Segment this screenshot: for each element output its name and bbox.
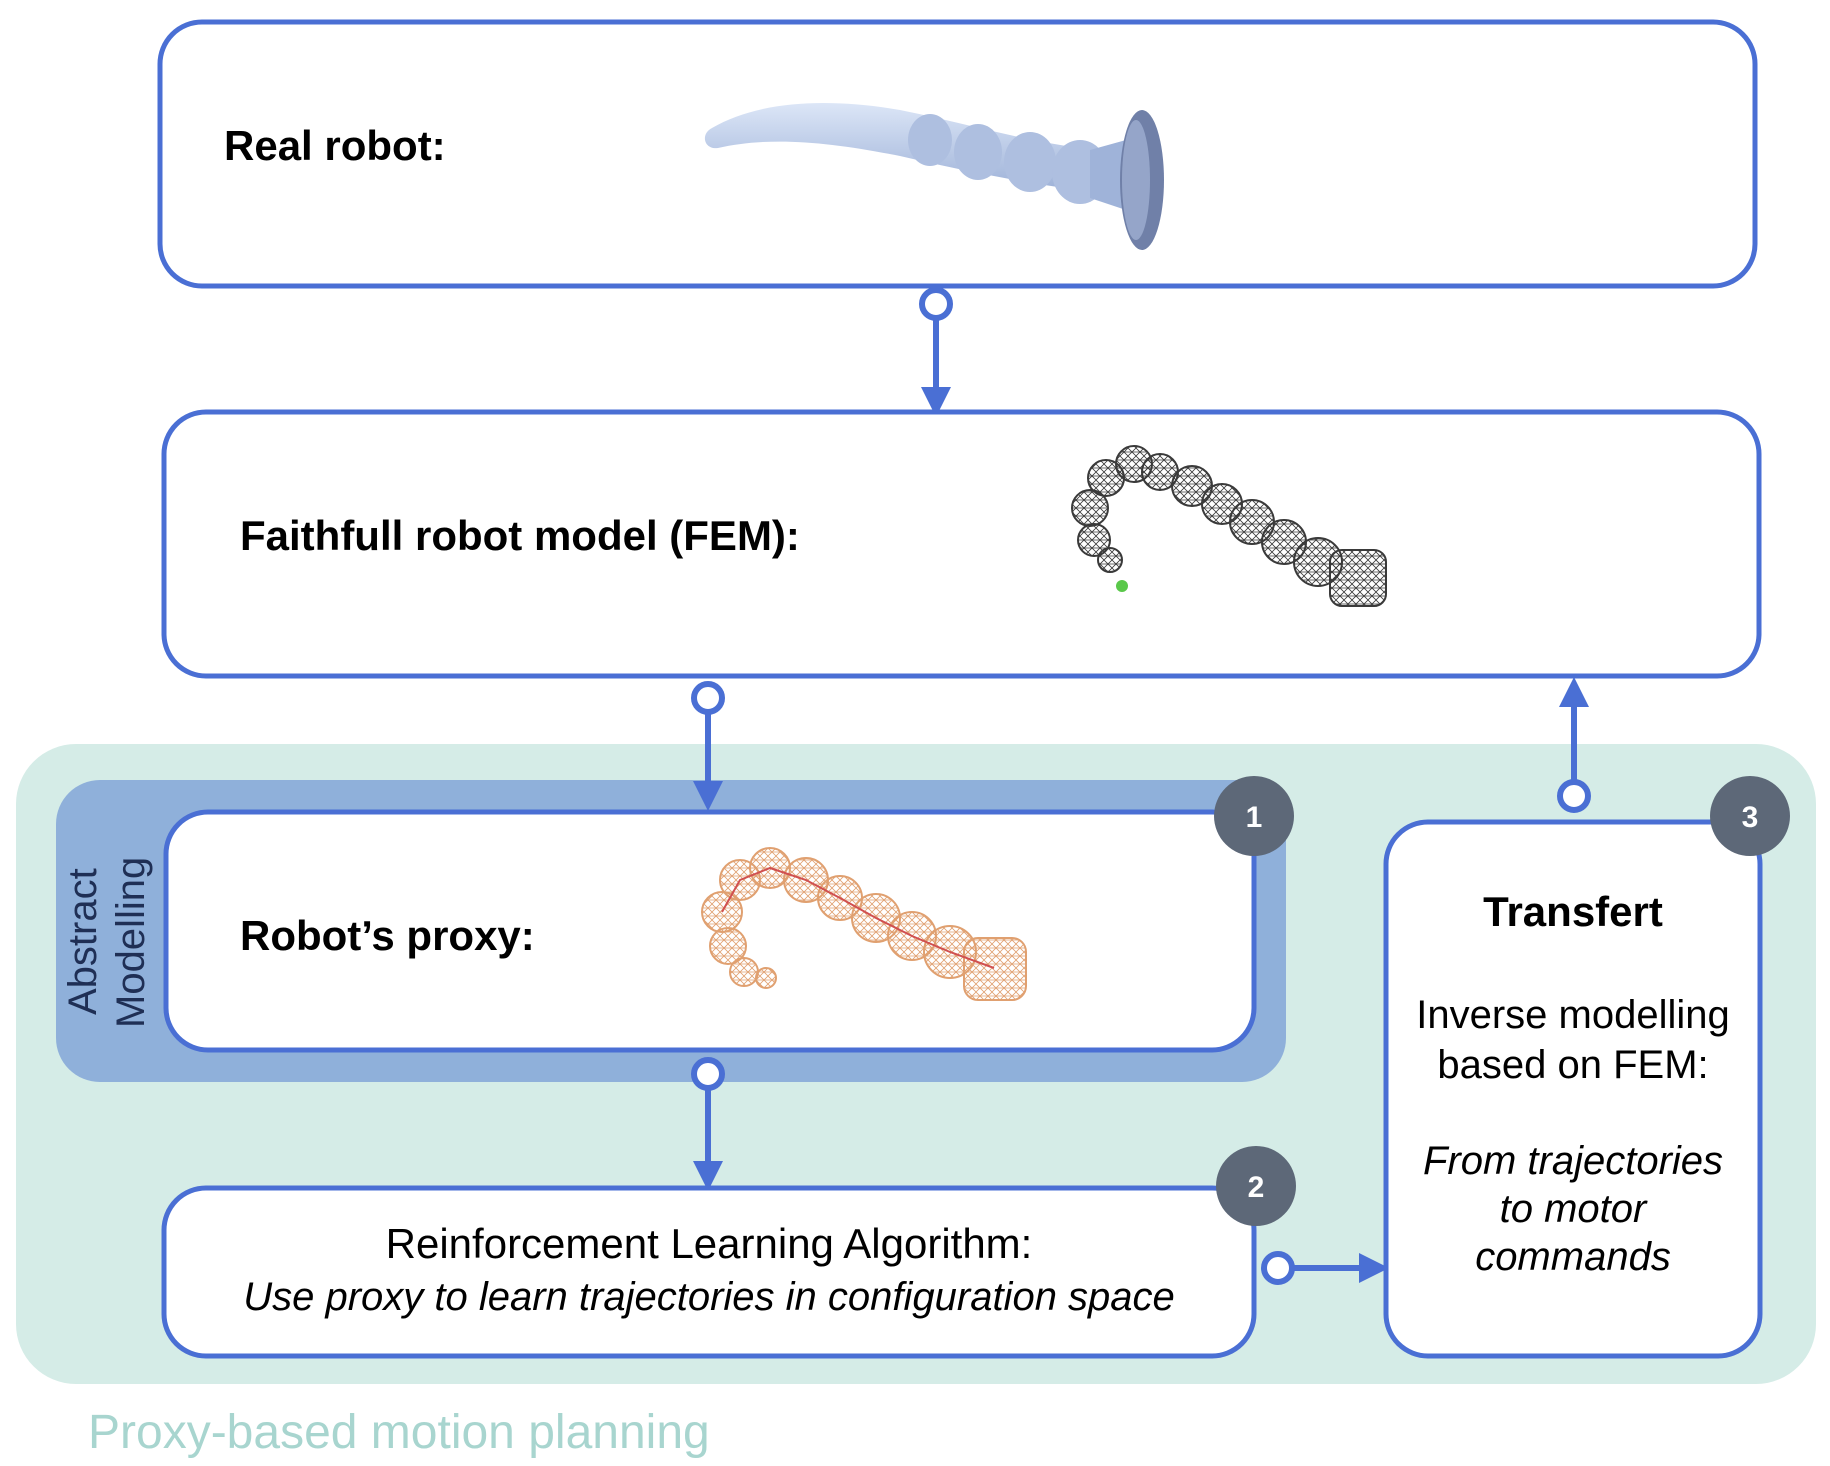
transfert-italic2: to motor xyxy=(1500,1187,1648,1231)
region-caption: Proxy-based motion planning xyxy=(88,1406,710,1459)
abstract-modelling-label-line1: Abstract xyxy=(61,868,105,1015)
connector-proxy-to-rl xyxy=(691,1057,725,1191)
fem-mesh-robot-icon xyxy=(1071,445,1387,607)
rl-box xyxy=(161,1185,1257,1359)
fem-model-label: Faithfull robot model (FEM): xyxy=(240,512,800,559)
transfert-line1: Inverse modelling xyxy=(1416,993,1730,1037)
badge-2: 2 xyxy=(1216,1146,1296,1226)
connector-fem-to-proxy xyxy=(691,681,725,811)
connector-rl-to-transfert xyxy=(1261,1251,1389,1285)
real-robot-label: Real robot: xyxy=(224,122,446,169)
fem-model-box xyxy=(161,409,1762,679)
svg-text:1: 1 xyxy=(1246,801,1263,834)
svg-text:3: 3 xyxy=(1742,801,1759,834)
rl-subtitle: Use proxy to learn trajectories in confi… xyxy=(243,1275,1175,1319)
badge-3: 3 xyxy=(1710,776,1790,856)
svg-text:2: 2 xyxy=(1248,1171,1265,1204)
transfert-box xyxy=(1383,819,1763,1359)
real-robot-photo-icon xyxy=(704,103,1164,250)
badge-1: 1 xyxy=(1214,776,1294,856)
transfert-title: Transfert xyxy=(1483,888,1663,935)
abstract-modelling-label-line2: Modelling xyxy=(109,857,153,1028)
proxy-mesh-robot-icon xyxy=(701,847,1027,1001)
transfert-italic3: commands xyxy=(1475,1235,1671,1279)
connector-real-to-fem xyxy=(919,287,953,417)
proxy-label: Robot’s proxy: xyxy=(240,912,535,959)
transfert-line2: based on FEM: xyxy=(1437,1043,1708,1087)
transfert-italic1: From trajectories xyxy=(1423,1139,1723,1183)
target-point-icon xyxy=(1116,580,1128,592)
connector-transfert-to-fem xyxy=(1557,677,1591,813)
rl-title: Reinforcement Learning Algorithm: xyxy=(386,1220,1033,1267)
